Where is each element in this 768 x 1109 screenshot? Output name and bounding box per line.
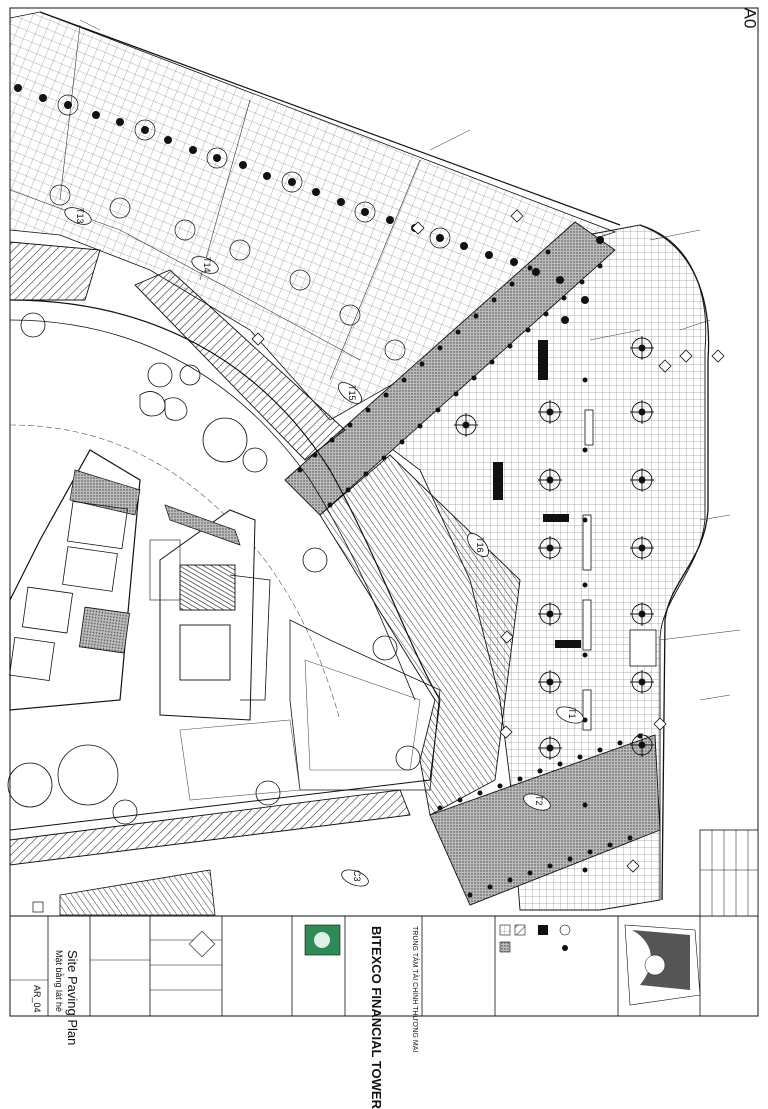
road-boundary-line	[39, 11, 621, 226]
hatched-stair-bottom	[59, 869, 216, 916]
building-outline-curve	[9, 299, 441, 701]
round-planters	[7, 312, 421, 825]
drawing-number: AR_04	[32, 985, 42, 1013]
stamp-label: BITEXCO	[337, 958, 344, 990]
sidewalk-paving-area	[9, 11, 617, 421]
stone-walkway-diagonal	[284, 221, 616, 516]
title-block	[9, 829, 759, 1017]
planter-bars	[493, 340, 581, 648]
leader-lines	[79, 19, 741, 701]
plan-tag-t14: T14	[202, 257, 212, 273]
stone-walkway-lower	[429, 734, 661, 906]
site-paving-plan-drawing	[7, 7, 759, 1017]
bollard-row	[297, 249, 643, 898]
plan-tag-t16: T16	[475, 537, 485, 553]
drawing-title-vn: Mặt bằng lát hè	[54, 950, 64, 1013]
hatched-band-lower	[9, 789, 411, 866]
plan-tag-t2: T2	[534, 795, 544, 806]
plan-tag-t15: T15	[347, 385, 357, 401]
sheet-size-label: A0	[740, 7, 760, 29]
hatched-band-upper	[134, 269, 346, 461]
plan-tag-ellipses	[64, 207, 584, 887]
podium-room	[289, 619, 441, 791]
drawing-title-en: Site Paving Plan	[65, 950, 80, 1046]
plan-tag-c3: C3	[352, 870, 362, 882]
tree-grates	[454, 336, 654, 760]
bench-outlines	[582, 409, 657, 731]
plan-tag-t1: T1	[567, 708, 577, 719]
tower-core	[9, 449, 271, 721]
plan-tag-t13: T13	[75, 208, 85, 224]
project-name-vn: TRUNG TÂM TÀI CHÍNH THƯƠNG MẠI	[411, 926, 418, 1053]
project-name: BITEXCO FINANCIAL TOWER	[369, 926, 384, 1109]
hatched-band-left	[9, 241, 101, 301]
light-fixture-symbols	[251, 209, 725, 873]
client-logo-stamp	[304, 924, 341, 956]
